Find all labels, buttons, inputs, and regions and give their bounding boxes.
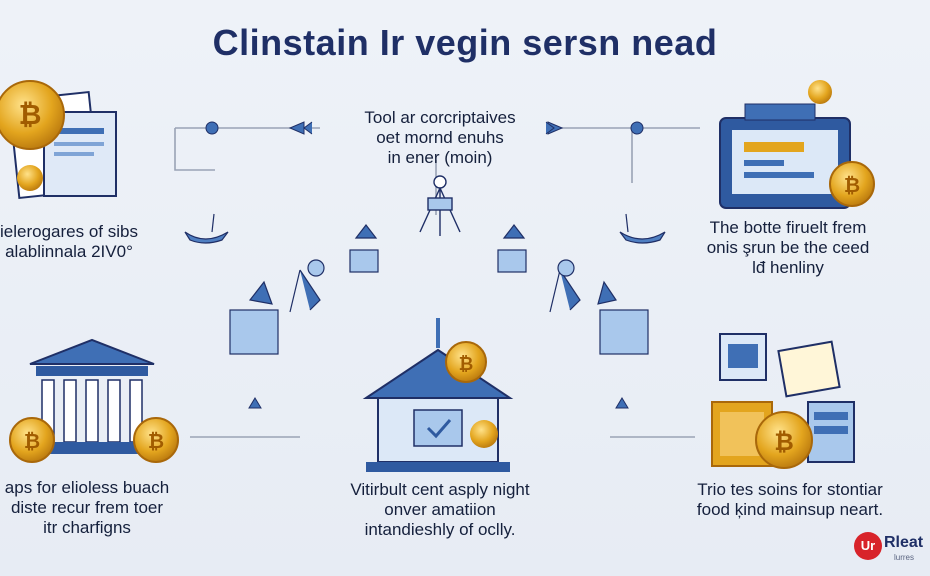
right-top-line-3: lđ henliny — [752, 258, 824, 277]
center-bottom-line-3: intandieshly of oclly. — [364, 520, 516, 539]
bank-coin-icon: ₿ ₿ — [9, 338, 179, 463]
left-bottom-line-1: aps for elioless buach — [4, 478, 170, 497]
left-top-line-1: ielerogares of sibs — [0, 222, 138, 241]
svg-text:₿: ₿ — [24, 429, 40, 453]
robot-figure-icon — [229, 224, 649, 355]
boat-icon — [184, 213, 666, 244]
robot-figure-icon — [419, 175, 461, 236]
svg-text:₿: ₿ — [19, 98, 42, 131]
svg-text:₿: ₿ — [148, 429, 164, 453]
svg-text:₿: ₿ — [774, 428, 794, 456]
left-bottom-line-2: diste recur frem toer — [10, 498, 164, 517]
central-bank-icon: ₿ — [362, 318, 514, 472]
center-bottom-line-2: onver amatiion — [384, 500, 496, 519]
connector-lines — [174, 127, 700, 438]
center-bottom-text: Vitirbult cent asply night onver amatiio… — [330, 480, 550, 540]
gear-connector-icon — [205, 121, 644, 409]
right-top-text: The botte firuelt frem onis şrun be the … — [688, 218, 888, 278]
right-bottom-text: Trio tes soins for stontiar food ķind ma… — [680, 480, 900, 520]
monitor-coin-icon: ₿ — [719, 80, 875, 209]
connector-left-top — [174, 128, 215, 171]
right-top-line-2: onis şrun be the ceed — [706, 238, 870, 257]
left-top-text: ielerogares of sibs alablinnala 2IV0° — [0, 222, 144, 262]
coin-document-icon: ₿ — [0, 80, 117, 200]
center-top-line-1: Tool ar corcriptaives — [364, 108, 516, 127]
page-title: Clinstain Ir vegin sersn nead — [212, 22, 718, 63]
brand-logo: Ur Rleat lurres — [854, 528, 930, 568]
svg-text:₿: ₿ — [459, 354, 474, 375]
right-bottom-line-2: food ķind mainsup neart. — [696, 500, 884, 519]
center-top-line-2: oet mornd enuhs — [376, 128, 504, 147]
left-bottom-line-3: itr charfigns — [43, 518, 131, 537]
tablet-coin-stack-icon: ₿ — [711, 333, 855, 469]
center-top-text: Tool ar corcriptaives oet mornd enuhs in… — [330, 108, 550, 168]
left-top-line-2: alablinnala 2IV0° — [5, 242, 133, 261]
left-bottom-text: aps for elioless buach diste recur frem … — [0, 478, 178, 538]
logo-word: Rleat — [884, 534, 924, 551]
svg-text:₿: ₿ — [844, 173, 860, 197]
logo-mark: Ur — [854, 532, 882, 560]
logo-sub: lurres — [894, 553, 915, 562]
center-top-line-3: in ener (moin) — [387, 148, 493, 167]
right-top-line-1: The botte firuelt frem — [709, 218, 867, 237]
center-bottom-line-1: Vitirbult cent asply night — [350, 480, 530, 499]
right-bottom-line-1: Trio tes soins for stontiar — [697, 480, 883, 499]
